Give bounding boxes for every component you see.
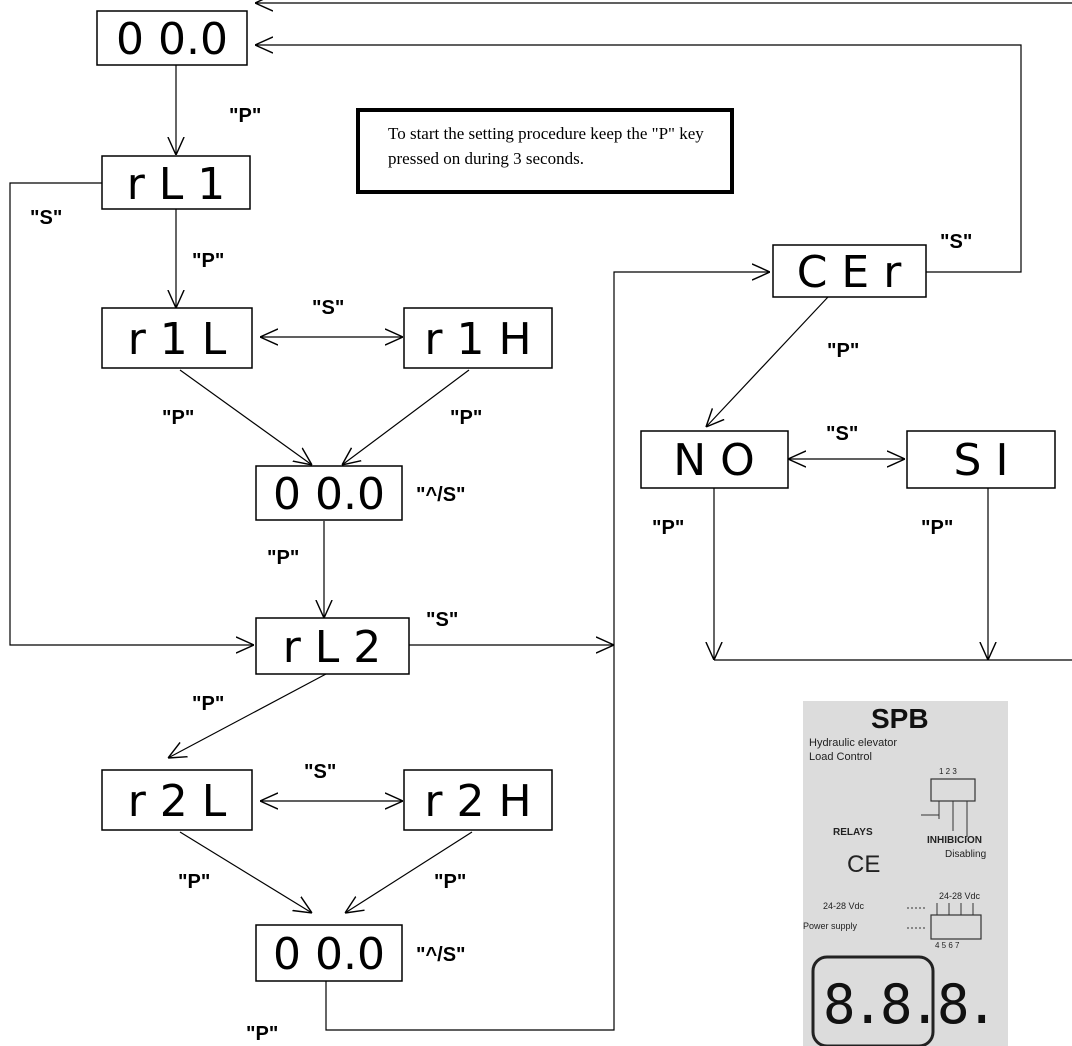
state-box-si: S I — [906, 430, 1056, 489]
display-text: r L 2 — [283, 622, 382, 673]
display-text: C E r — [797, 247, 902, 298]
device-front-panel: SPB Hydraulic elevator Load Control 1 2 … — [803, 701, 1008, 1046]
key-label-p: "P" — [178, 871, 210, 893]
key-label-p: "P" — [450, 407, 482, 429]
arrow-rl1-s-to-rl2 — [9, 182, 254, 645]
key-label-up-s: "^/S" — [416, 944, 466, 966]
display-text: r L 1 — [127, 159, 226, 210]
device-brand: SPB — [871, 703, 929, 734]
instruction-note: To start the setting procedure keep the … — [356, 108, 734, 194]
device-led-display: 8.8.8. — [823, 973, 998, 1036]
device-inhibition-label: INHIBICION — [927, 835, 982, 846]
state-box-r2l: r 2 L — [101, 769, 253, 831]
key-label-p: "P" — [162, 407, 194, 429]
device-disabling-label: Disabling — [945, 849, 987, 860]
state-box-r1h: r 1 H — [403, 307, 553, 369]
key-label-up-s: "^/S" — [416, 484, 466, 506]
display-text: r 2 H — [424, 776, 531, 827]
arrow-rl2-to-r2l — [168, 673, 327, 758]
key-label-p: "P" — [434, 871, 466, 893]
state-box-000-mid: 0 0.0 — [255, 465, 403, 521]
device-wiring-drawing — [811, 778, 982, 1046]
key-label-s: "S" — [826, 423, 858, 445]
display-text: N O — [673, 435, 755, 486]
device-supply-voltage: 24-28 Vdc — [823, 901, 865, 911]
ce-mark: CE — [847, 851, 881, 878]
state-box-rl2: r L 2 — [255, 617, 410, 675]
terminal-numbers-top: 1 2 3 — [939, 767, 957, 776]
device-relays-label: RELAYS — [833, 827, 873, 838]
display-text: 0 0.0 — [273, 929, 385, 980]
key-label-p: "P" — [267, 547, 299, 569]
display-text: 0 0.0 — [116, 14, 228, 65]
arrow-r2h-to-000 — [345, 831, 473, 913]
device-subtitle-2: Load Control — [809, 751, 872, 763]
instruction-text: To start the setting procedure keep the … — [388, 124, 704, 168]
connectors — [9, 3, 1072, 1031]
display-text: r 2 L — [128, 776, 227, 827]
arrow-cer-to-no — [706, 296, 829, 427]
state-box-no: N O — [640, 430, 789, 489]
state-box-000-bottom: 0 0.0 — [255, 924, 403, 982]
device-subtitle-1: Hydraulic elevator — [809, 737, 898, 749]
key-label-p: "P" — [921, 517, 953, 539]
state-box-rl1: r L 1 — [101, 155, 251, 210]
key-label-p: "P" — [192, 250, 224, 272]
arrow-r2l-to-000 — [179, 831, 312, 913]
state-box-r1l: r 1 L — [101, 307, 253, 369]
key-label-p: "P" — [246, 1023, 278, 1045]
state-box-000-top: 0 0.0 — [96, 10, 248, 66]
terminal-numbers-bottom: 4 5 6 7 — [935, 941, 960, 950]
key-labels: "P" "S" "P" "S" "P" "P" "^/S" "P" "S" "P… — [30, 105, 972, 1045]
display-text: r 1 L — [128, 314, 227, 365]
key-label-s: "S" — [30, 207, 62, 229]
arrow-000-to-cer — [325, 272, 770, 1031]
key-label-s: "S" — [304, 761, 336, 783]
key-label-s: "S" — [940, 231, 972, 253]
key-label-s: "S" — [426, 609, 458, 631]
display-text: r 1 H — [424, 314, 531, 365]
device-power-supply-label: Power supply — [803, 921, 858, 931]
arrow-r1l-to-000 — [179, 369, 312, 465]
arrow-r1h-to-000 — [342, 369, 470, 465]
state-box-cer: C E r — [772, 244, 927, 298]
state-box-r2h: r 2 H — [403, 769, 553, 831]
key-label-p: "P" — [192, 693, 224, 715]
arrow-cer-s-to-top — [255, 45, 1022, 273]
key-label-p: "P" — [827, 340, 859, 362]
key-label-p: "P" — [229, 105, 261, 127]
display-text: S I — [954, 435, 1009, 486]
device-inhibit-voltage: 24-28 Vdc — [939, 891, 981, 901]
key-label-p: "P" — [652, 517, 684, 539]
display-text: 0 0.0 — [273, 469, 385, 520]
key-label-s: "S" — [312, 297, 344, 319]
